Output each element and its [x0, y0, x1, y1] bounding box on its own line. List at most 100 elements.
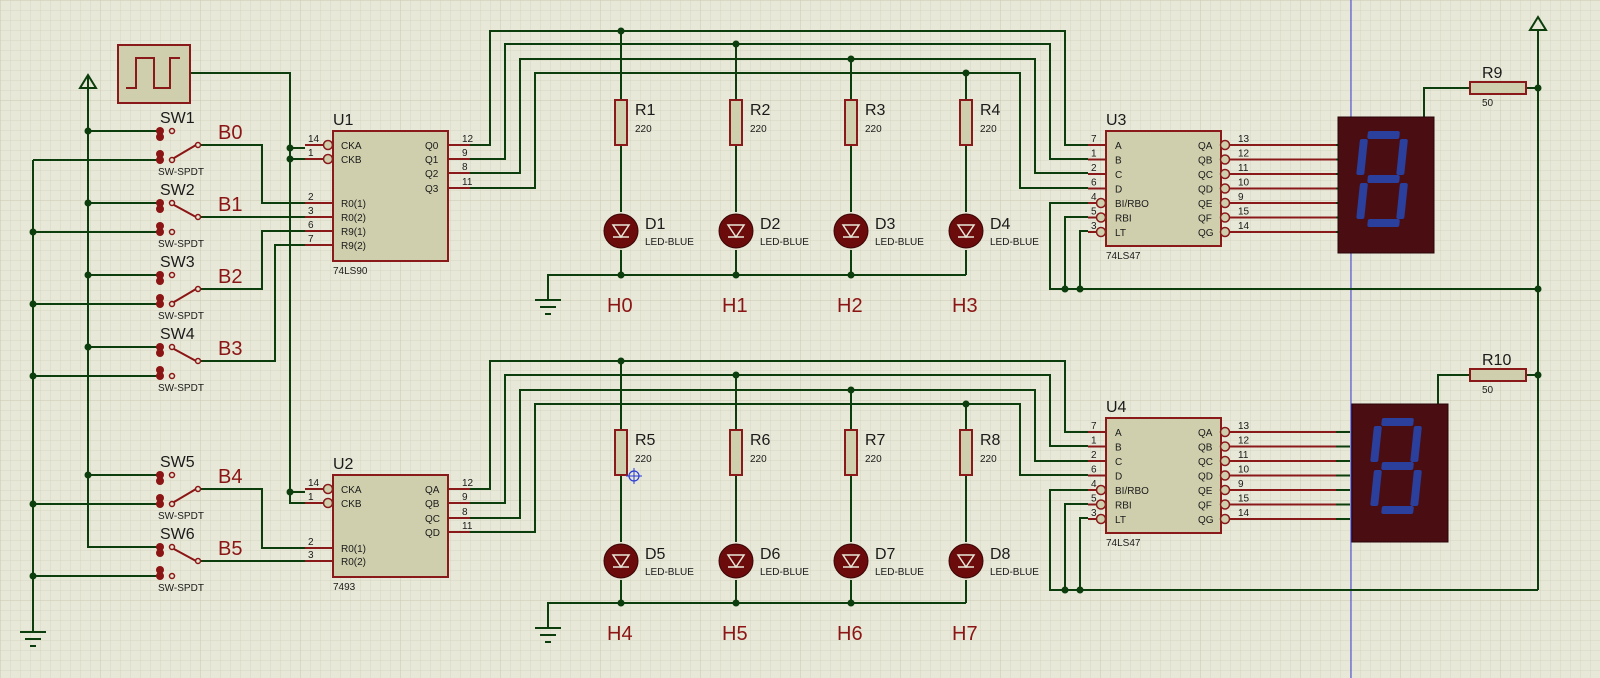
clock-generator-icon[interactable] [117, 44, 191, 104]
led-ref: D5 [645, 546, 666, 563]
resistor-ref: R3 [865, 102, 886, 119]
pin-name: RBI [1115, 501, 1132, 512]
resistor-value: 220 [750, 454, 767, 465]
pin-number: 8 [462, 162, 468, 173]
pin-number: 10 [1238, 465, 1250, 476]
switch-ref: SW2 [160, 182, 195, 199]
resistor-value: 50 [1482, 385, 1494, 396]
ground-icon[interactable] [535, 299, 561, 315]
switch-ref: SW3 [160, 254, 195, 271]
pin-number: 9 [462, 148, 468, 159]
pin-number: 7 [1091, 134, 1097, 145]
led-ref: D8 [990, 546, 1011, 563]
led-ref: D6 [760, 546, 781, 563]
pin-name: QE [1198, 199, 1213, 210]
pin-number: 12 [462, 134, 474, 145]
ground-icon[interactable] [20, 631, 46, 647]
switch-type: SW-SPDT [158, 311, 204, 322]
pin-name: D [1115, 185, 1122, 196]
pin-number: 1 [1091, 436, 1097, 447]
seven-segment-display-icon[interactable]: 8 [1332, 203, 1449, 543]
pin-number: 11 [462, 521, 473, 532]
pin-name: QG [1198, 515, 1214, 526]
pin-name: R9(1) [341, 227, 366, 238]
switch-type: SW-SPDT [158, 239, 204, 250]
pin-name: BI/RBO [1115, 199, 1149, 210]
pin-number: 11 [462, 177, 473, 188]
switch-net-label: B1 [218, 194, 242, 216]
decoders: U374LS477A1B2C6D4BI/RBO5RBI3LT13QA12QB11… [1088, 112, 1350, 549]
pin-number: 12 [1238, 149, 1250, 160]
led-net-label: H1 [722, 295, 748, 317]
pin-name: QD [1198, 472, 1213, 483]
pin-name: QD [425, 528, 440, 539]
led-type: LED-BLUE [760, 237, 809, 248]
power-terminal-icon[interactable] [78, 73, 98, 89]
pin-number: 14 [308, 134, 320, 145]
pin-number: 13 [1238, 134, 1250, 145]
pin-number: 3 [308, 206, 314, 217]
led-net-label: H7 [952, 623, 978, 645]
pin-number: 6 [308, 220, 314, 231]
led-net-label: H4 [607, 623, 633, 645]
junction-dots [29, 27, 1542, 607]
ground-icon[interactable] [535, 627, 561, 643]
pin-name: QD [1198, 185, 1213, 196]
cursor-crosshair-icon [626, 468, 642, 484]
resistor-value: 220 [635, 124, 652, 135]
pin-number: 2 [308, 537, 314, 548]
pin-name: QA [1198, 141, 1213, 152]
switch-net-label: B0 [218, 122, 242, 144]
pin-name: CKA [341, 141, 362, 152]
pin-name: CKA [341, 485, 362, 496]
pin-number: 5 [1091, 207, 1097, 218]
pin-number: 2 [1091, 163, 1097, 174]
ic-ref: U2 [333, 456, 354, 473]
counter-ic[interactable]: U174LS9014CKA1CKB2R0(1)3R0(2)6R9(1)7R9(2… [305, 112, 474, 277]
pin-number: 13 [1238, 421, 1250, 432]
led-ref: D7 [875, 546, 896, 563]
decoder-ic[interactable]: U474LS477A1B2C6D4BI/RBO5RBI3LT13QA12QB11… [1088, 399, 1350, 549]
power-terminal-icon[interactable] [1528, 15, 1548, 31]
led-type: LED-BLUE [875, 567, 924, 578]
ic-ref: U1 [333, 112, 354, 129]
pin-name: QF [1198, 214, 1212, 225]
pin-name: D [1115, 472, 1122, 483]
resistors: R1220R2220R3220R4220R5220R6220R7220R8220… [614, 65, 1527, 476]
resistor-ref: R5 [635, 432, 656, 449]
decoder-ic[interactable]: U374LS477A1B2C6D4BI/RBO5RBI3LT13QA12QB11… [1088, 112, 1350, 262]
pin-number: 1 [308, 492, 314, 503]
seven-segment-display-icon[interactable]: 8 [1318, 0, 1435, 254]
leds: D1LED-BLUEH0D2LED-BLUEH1D3LED-BLUEH2D4LE… [603, 213, 1039, 645]
pin-number: 7 [308, 234, 314, 245]
counter-ic[interactable]: U2749314CKA1CKB2R0(1)3R0(2)12QA9QB8QC11Q… [305, 456, 474, 593]
pin-name: R0(2) [341, 213, 366, 224]
pin-name: CKB [341, 155, 362, 166]
ic-part: 74LS47 [1106, 538, 1141, 549]
